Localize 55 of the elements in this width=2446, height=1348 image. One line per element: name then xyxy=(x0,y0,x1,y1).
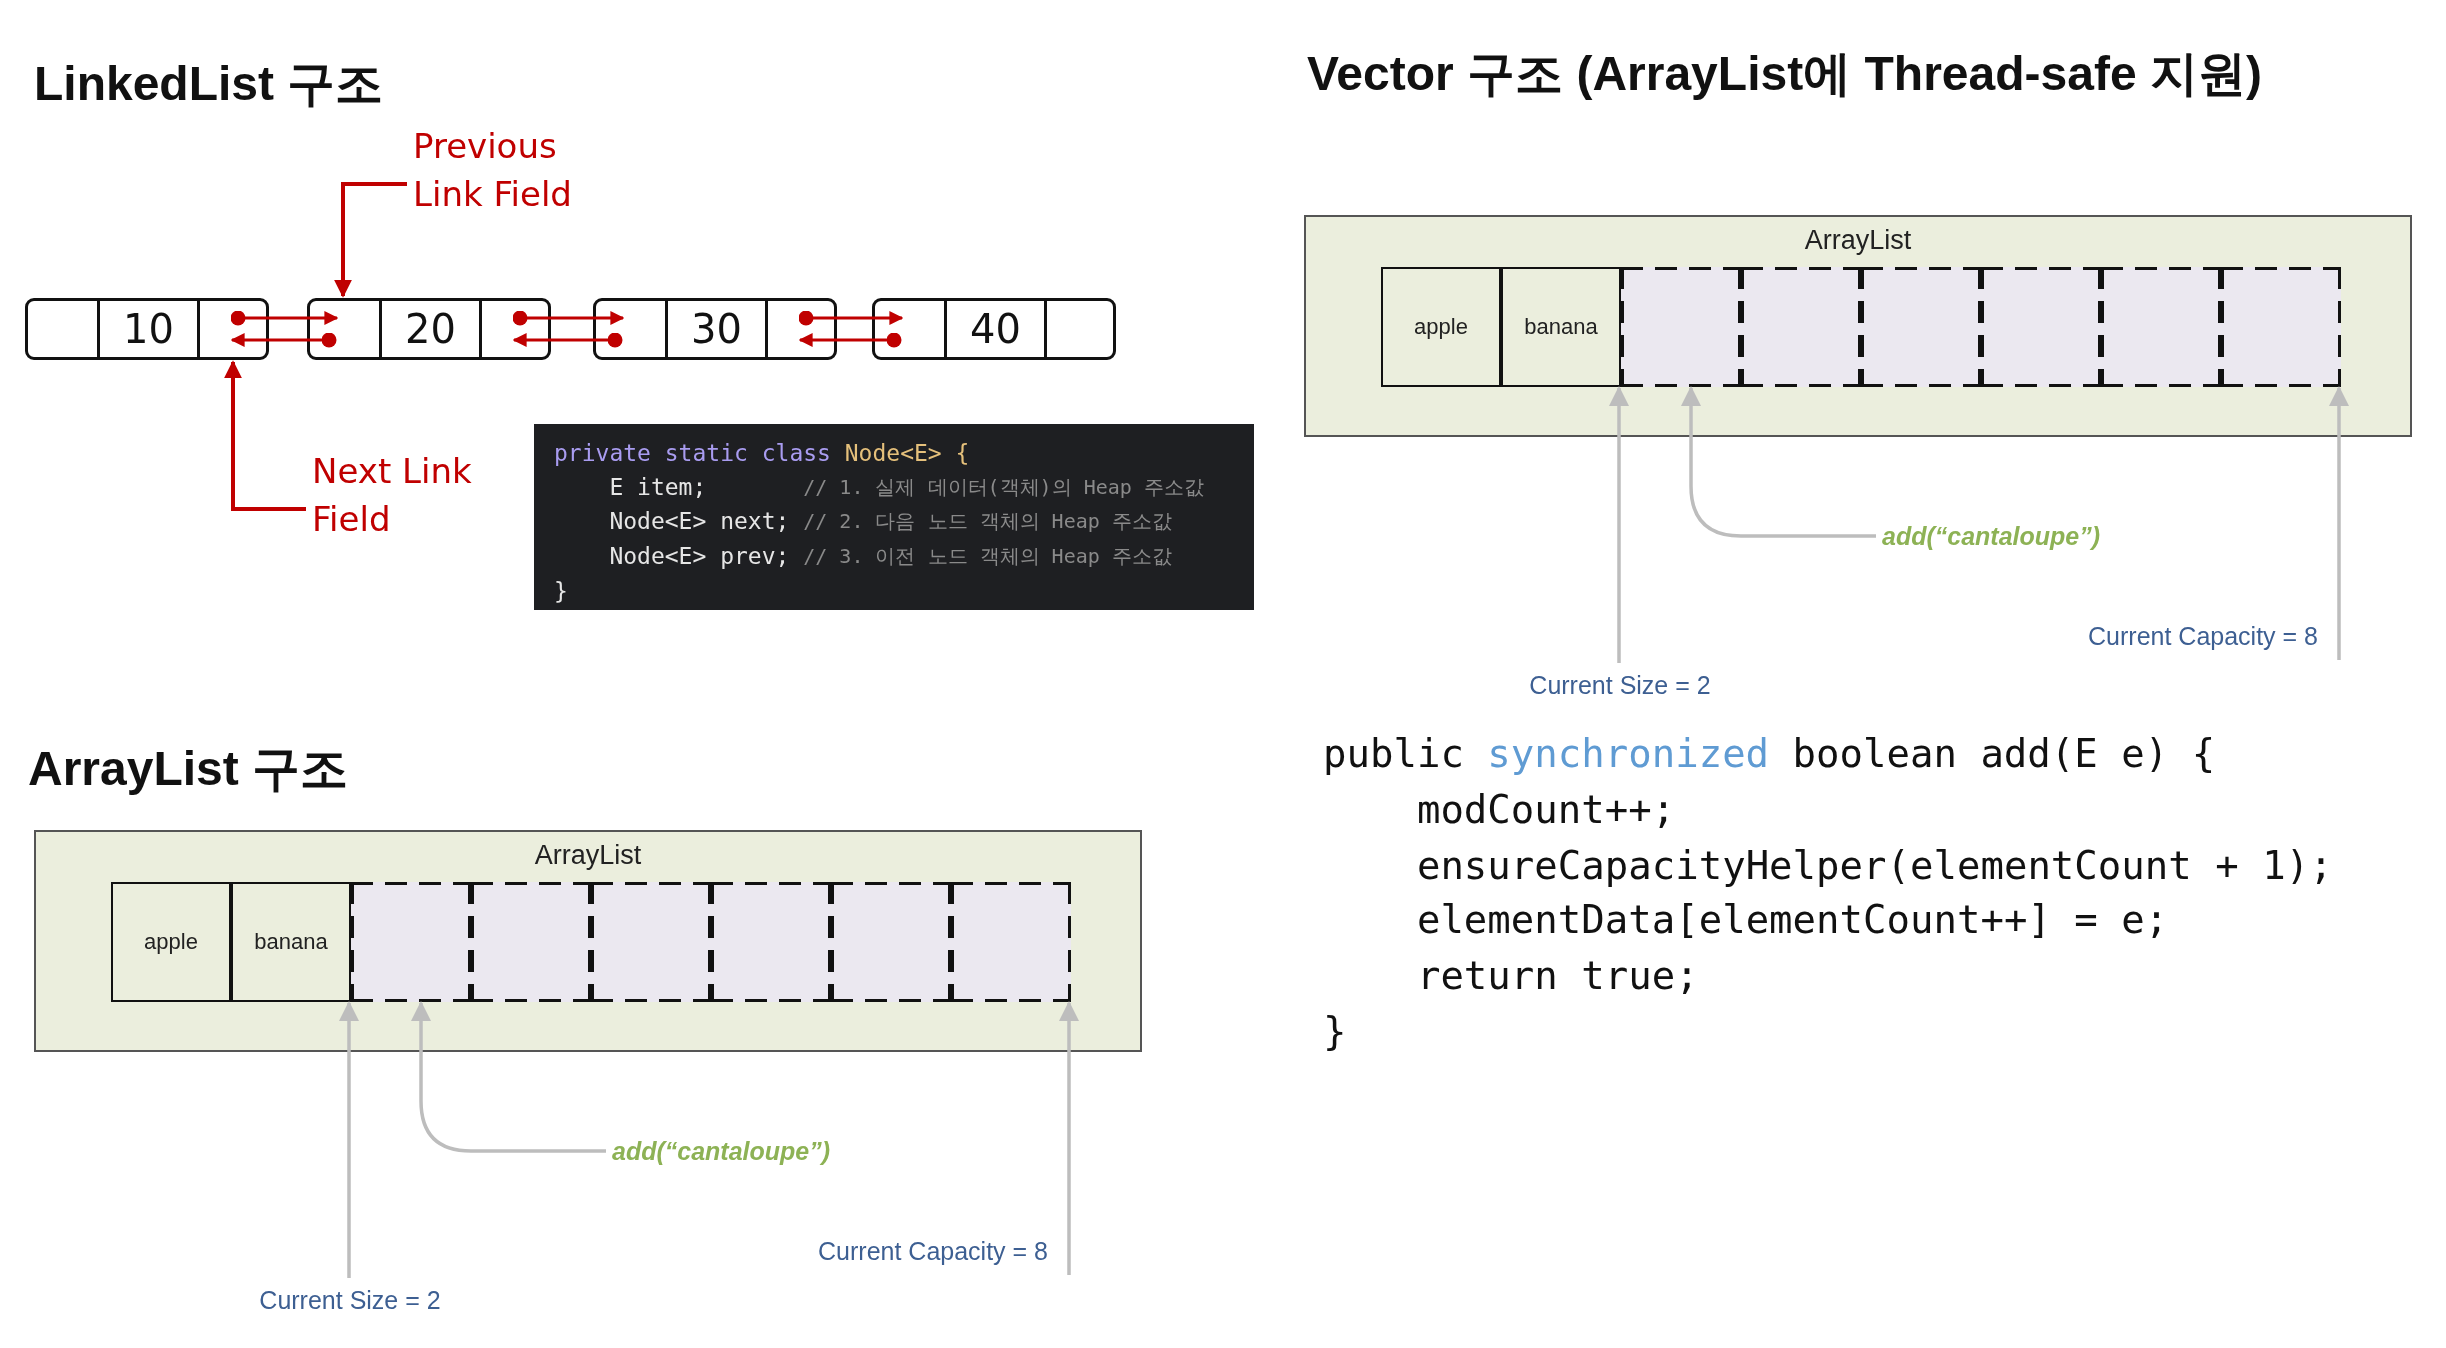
annotation-label: Current Capacity = 8 xyxy=(2060,618,2318,654)
link-arrow xyxy=(230,332,337,348)
link-arrow xyxy=(512,332,623,348)
list-node-box: 10 xyxy=(25,298,269,360)
code-text: private static class xyxy=(554,440,831,466)
pointer-arrow xyxy=(339,1001,359,1278)
pointer-arrow xyxy=(2329,386,2349,660)
annotation-label: Current Capacity = 8 xyxy=(790,1233,1048,1269)
code-text: // 1. 실제 데이터(객체)의 Heap 주소값 xyxy=(803,474,1204,501)
array-cell: apple xyxy=(1381,267,1501,387)
pointer-arrow xyxy=(1059,1001,1079,1275)
pointer-arrow xyxy=(1681,386,1876,538)
code-text: } xyxy=(1323,1009,1347,1054)
array-panel xyxy=(1304,215,2412,437)
link-arrow xyxy=(512,310,625,326)
code-text: } xyxy=(554,578,568,604)
pointer-arrow xyxy=(411,1001,606,1153)
code-text: return true; xyxy=(1416,953,1699,998)
code-text: // 3. 이전 노드 객체의 Heap 주소값 xyxy=(803,543,1172,570)
code-text: Node<E> next; xyxy=(609,508,790,534)
annotation-label: add(“cantaloupe”) xyxy=(1882,518,2132,554)
array-cell: apple xyxy=(111,882,231,1002)
array-cell: banana xyxy=(1501,267,1621,387)
code-text: modCount++; xyxy=(1416,787,1676,832)
section-heading: Vector 구조 (ArrayList에 Thread-safe 지원) xyxy=(1307,46,2262,102)
code-text: ensureCapacityHelper(elementCount + 1); xyxy=(1416,843,2333,888)
leader-line xyxy=(334,182,407,298)
section-heading: ArrayList 구조 xyxy=(28,741,349,797)
leader-line xyxy=(224,360,306,511)
list-node-box: 40 xyxy=(872,298,1116,360)
list-node-box: 30 xyxy=(593,298,837,360)
pointer-arrow xyxy=(1609,386,1629,663)
list-node-box: 20 xyxy=(307,298,551,360)
code-text: public xyxy=(1323,731,1464,776)
callout-label: Previous Link Field xyxy=(413,122,613,218)
code-text: Node<E> prev; xyxy=(609,543,790,569)
code-text: elementData[elementCount++] = e; xyxy=(1416,897,2169,942)
array-panel xyxy=(34,830,1142,1052)
code-text: synchronized xyxy=(1487,731,1770,776)
code-block xyxy=(534,424,1254,610)
link-arrow xyxy=(798,332,902,348)
link-arrow xyxy=(230,310,339,326)
link-arrow xyxy=(798,310,904,326)
code-text: boolean add(E e) { xyxy=(1792,731,2216,776)
section-heading: LinkedList 구조 xyxy=(34,56,384,112)
code-text: // 2. 다음 노드 객체의 Heap 주소값 xyxy=(803,508,1172,535)
panel-title: ArrayList xyxy=(533,840,643,871)
panel-title: ArrayList xyxy=(1803,225,1913,256)
annotation-label: Current Size = 2 xyxy=(1495,667,1745,703)
array-cell: banana xyxy=(231,882,351,1002)
code-text: Node<E> { xyxy=(844,440,970,466)
annotation-label: add(“cantaloupe”) xyxy=(612,1133,862,1169)
annotation-label: Current Size = 2 xyxy=(225,1282,475,1318)
code-text: E item; xyxy=(609,474,707,500)
callout-label: Next Link Field xyxy=(312,447,512,543)
